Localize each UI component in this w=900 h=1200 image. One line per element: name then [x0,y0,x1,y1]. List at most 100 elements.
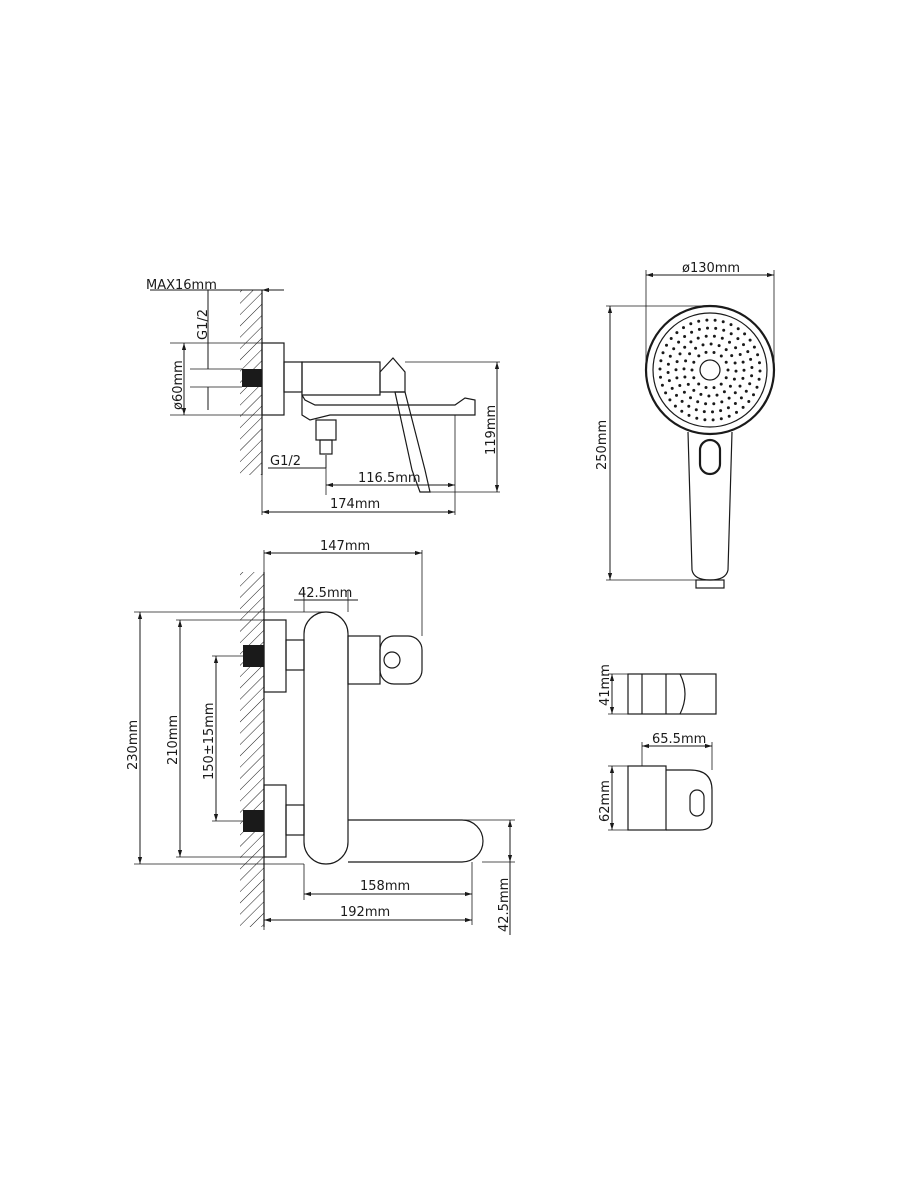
nozzle-dot [659,375,662,379]
holder-view: 41mm 65.5mm 62mm [598,664,717,831]
nozzle-dot [739,396,743,400]
shower-handle [687,431,733,581]
nozzle-dot [712,334,716,338]
nozzle-dot [665,343,668,347]
nozzle-dot [696,336,700,340]
nozzle-dot [672,347,676,351]
nozzle-dot [664,391,668,395]
nozzle-dot [667,379,671,383]
nozzle-dot [678,384,682,387]
nozzle-dot [728,384,732,388]
nozzle-dot [692,360,696,364]
body-width-label: 42.5mm [298,586,352,601]
nozzle-dot [750,366,754,369]
shower-head-center [699,359,721,381]
nozzle-dot [736,337,740,341]
hand-shower-view: ø130mm 250mm [595,261,776,589]
holder-front [627,765,667,831]
nozzle-dot [666,362,670,366]
flange-diameter-label: ø60mm [171,360,186,410]
nozzle-dot [692,376,696,380]
nozzle-dot [724,360,728,364]
nozzle-dot [743,332,747,336]
nozzle-dot [694,408,698,412]
nozzle-dot [692,388,696,392]
nozzle-dot [659,359,663,363]
nozzle-dot [675,376,679,380]
nozzle-dot [746,350,750,354]
nozzle-dot [670,386,674,390]
nozzle-dot [713,318,717,322]
nozzle-dot [720,400,724,404]
nozzle-dot [727,396,731,400]
depth-label: 147mm [320,539,370,554]
total-height-label: 230mm [126,720,141,770]
nozzle-dot [747,400,751,403]
nozzle-dot [729,332,733,336]
nozzle-dot [686,382,690,386]
nozzle-dot [719,354,723,358]
nozzle-dot [697,319,701,323]
nozzle-dot [721,320,725,324]
nozzle-dot [726,406,730,410]
nozzle-dot [736,327,740,331]
holder-height-label: 41mm [598,664,613,706]
nozzle-dot [757,377,761,381]
height-label: 119mm [484,405,499,455]
nozzle-dot [689,396,692,400]
inlet-thread-side [242,369,262,387]
nozzle-dot [694,346,698,350]
nozzle-dot [669,337,673,340]
nozzle-dot [748,382,752,386]
nozzle-dot [703,418,707,422]
shower-length-label: 250mm [595,420,610,470]
nozzle-dot [733,402,737,405]
nozzle-dot [719,409,723,413]
nozzle-dot [689,340,693,344]
nozzle-dot [750,374,754,378]
nozzle-dot [680,409,684,413]
head-diameter-label: ø130mm [682,261,740,276]
nozzle-dot [758,361,761,365]
nozzle-dot [715,393,719,397]
nozzle-dot [683,375,687,379]
holder-width-label: 65.5mm [652,732,706,747]
nozzle-dot [682,367,686,371]
total-length-label: 192mm [340,905,390,920]
inlet-spacing-label: 150±15mm [202,702,217,780]
nozzle-dot [699,392,703,396]
wall-hatch-front [240,572,264,927]
nozzle-dot [706,326,709,330]
nozzle-dot [714,326,718,330]
spout-reach-label: 116.5mm [358,471,421,486]
nozzle-dot [733,361,737,365]
nozzle-dot [717,344,721,348]
nozzle-dot [697,382,701,386]
spout-length-label: 158mm [360,879,410,894]
nozzle-dot [683,345,687,349]
nozzle-dot [689,322,693,326]
nozzle-dot [683,335,687,338]
nozzle-dot [728,340,731,344]
nozzle-dot [658,367,662,371]
nozzle-dot [675,393,678,397]
nozzle-dot [712,386,716,390]
nozzle-dot [680,399,684,403]
nozzle-dot [733,391,737,395]
nozzle-dot [687,413,691,417]
shower-head-outer [644,304,776,436]
nozzle-dot [738,384,742,388]
nozzle-dot [697,354,701,358]
nozzle-dot [666,371,670,374]
nozzle-dot [707,394,711,398]
nozzle-dot [729,323,733,327]
nozzle-dot [749,357,753,361]
nozzle-dot [702,410,706,414]
nozzle-dot [678,352,682,356]
mode-button [698,438,722,476]
nozzle-dot [719,382,723,386]
nozzle-dot [755,385,759,389]
nozzle-dot [741,405,745,409]
front-view: 147mm 42.5mm 230mm 210mm 150±15mm 158mm … [126,539,515,935]
